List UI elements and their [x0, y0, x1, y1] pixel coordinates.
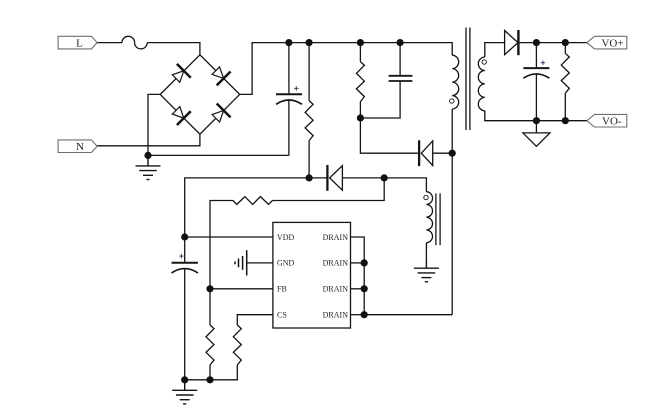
- svg-text:DRAIN: DRAIN: [323, 285, 349, 294]
- svg-text:VO-: VO-: [602, 116, 622, 128]
- svg-text:L: L: [76, 38, 83, 50]
- svg-text:FB: FB: [277, 285, 287, 294]
- svg-text:CS: CS: [277, 311, 287, 320]
- svg-text:VDD: VDD: [277, 233, 295, 242]
- svg-text:DRAIN: DRAIN: [323, 311, 349, 320]
- svg-text:DRAIN: DRAIN: [323, 233, 349, 242]
- svg-text:GND: GND: [277, 259, 295, 268]
- svg-text:VO+: VO+: [601, 38, 623, 50]
- svg-text:DRAIN: DRAIN: [323, 259, 349, 268]
- svg-text:N: N: [76, 141, 84, 153]
